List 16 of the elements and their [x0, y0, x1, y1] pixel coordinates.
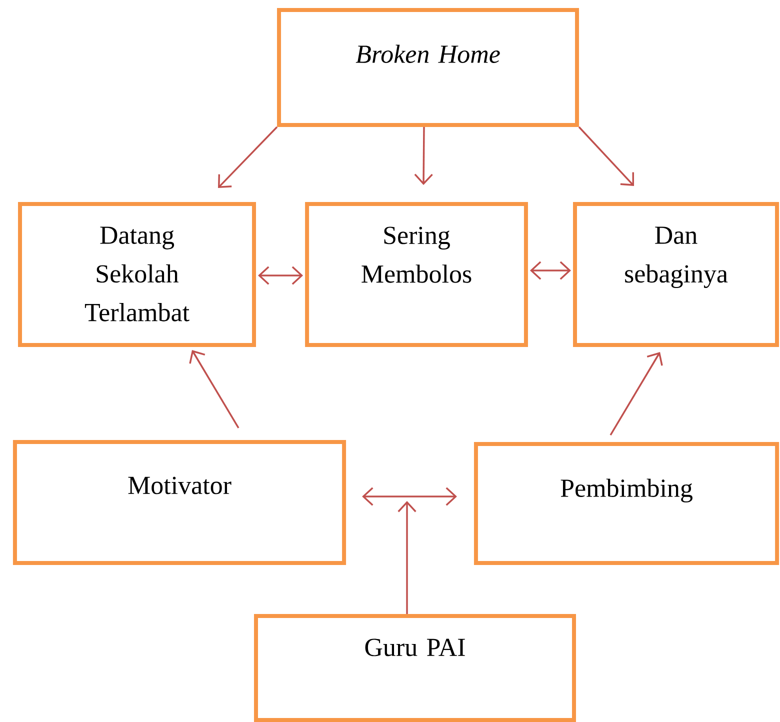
- arrow: [362, 487, 457, 506]
- arrow: [189, 350, 240, 428]
- process-box: Motivator: [12, 440, 346, 566]
- process-box: Pembimbing: [474, 442, 780, 565]
- arrow: [398, 501, 416, 614]
- process-box: Datang Sekolah Terlambat: [18, 202, 256, 348]
- arrow: [610, 352, 663, 436]
- arrow: [258, 266, 304, 285]
- arrow: [414, 126, 433, 185]
- arrow: [530, 261, 571, 280]
- process-box: Sering Membolos: [305, 202, 528, 348]
- process-box: Guru PAI: [254, 614, 576, 722]
- arrow: [218, 126, 278, 188]
- arrow: [578, 126, 634, 186]
- process-box: Dan sebaginya: [573, 202, 780, 348]
- process-box: Broken Home: [277, 8, 579, 127]
